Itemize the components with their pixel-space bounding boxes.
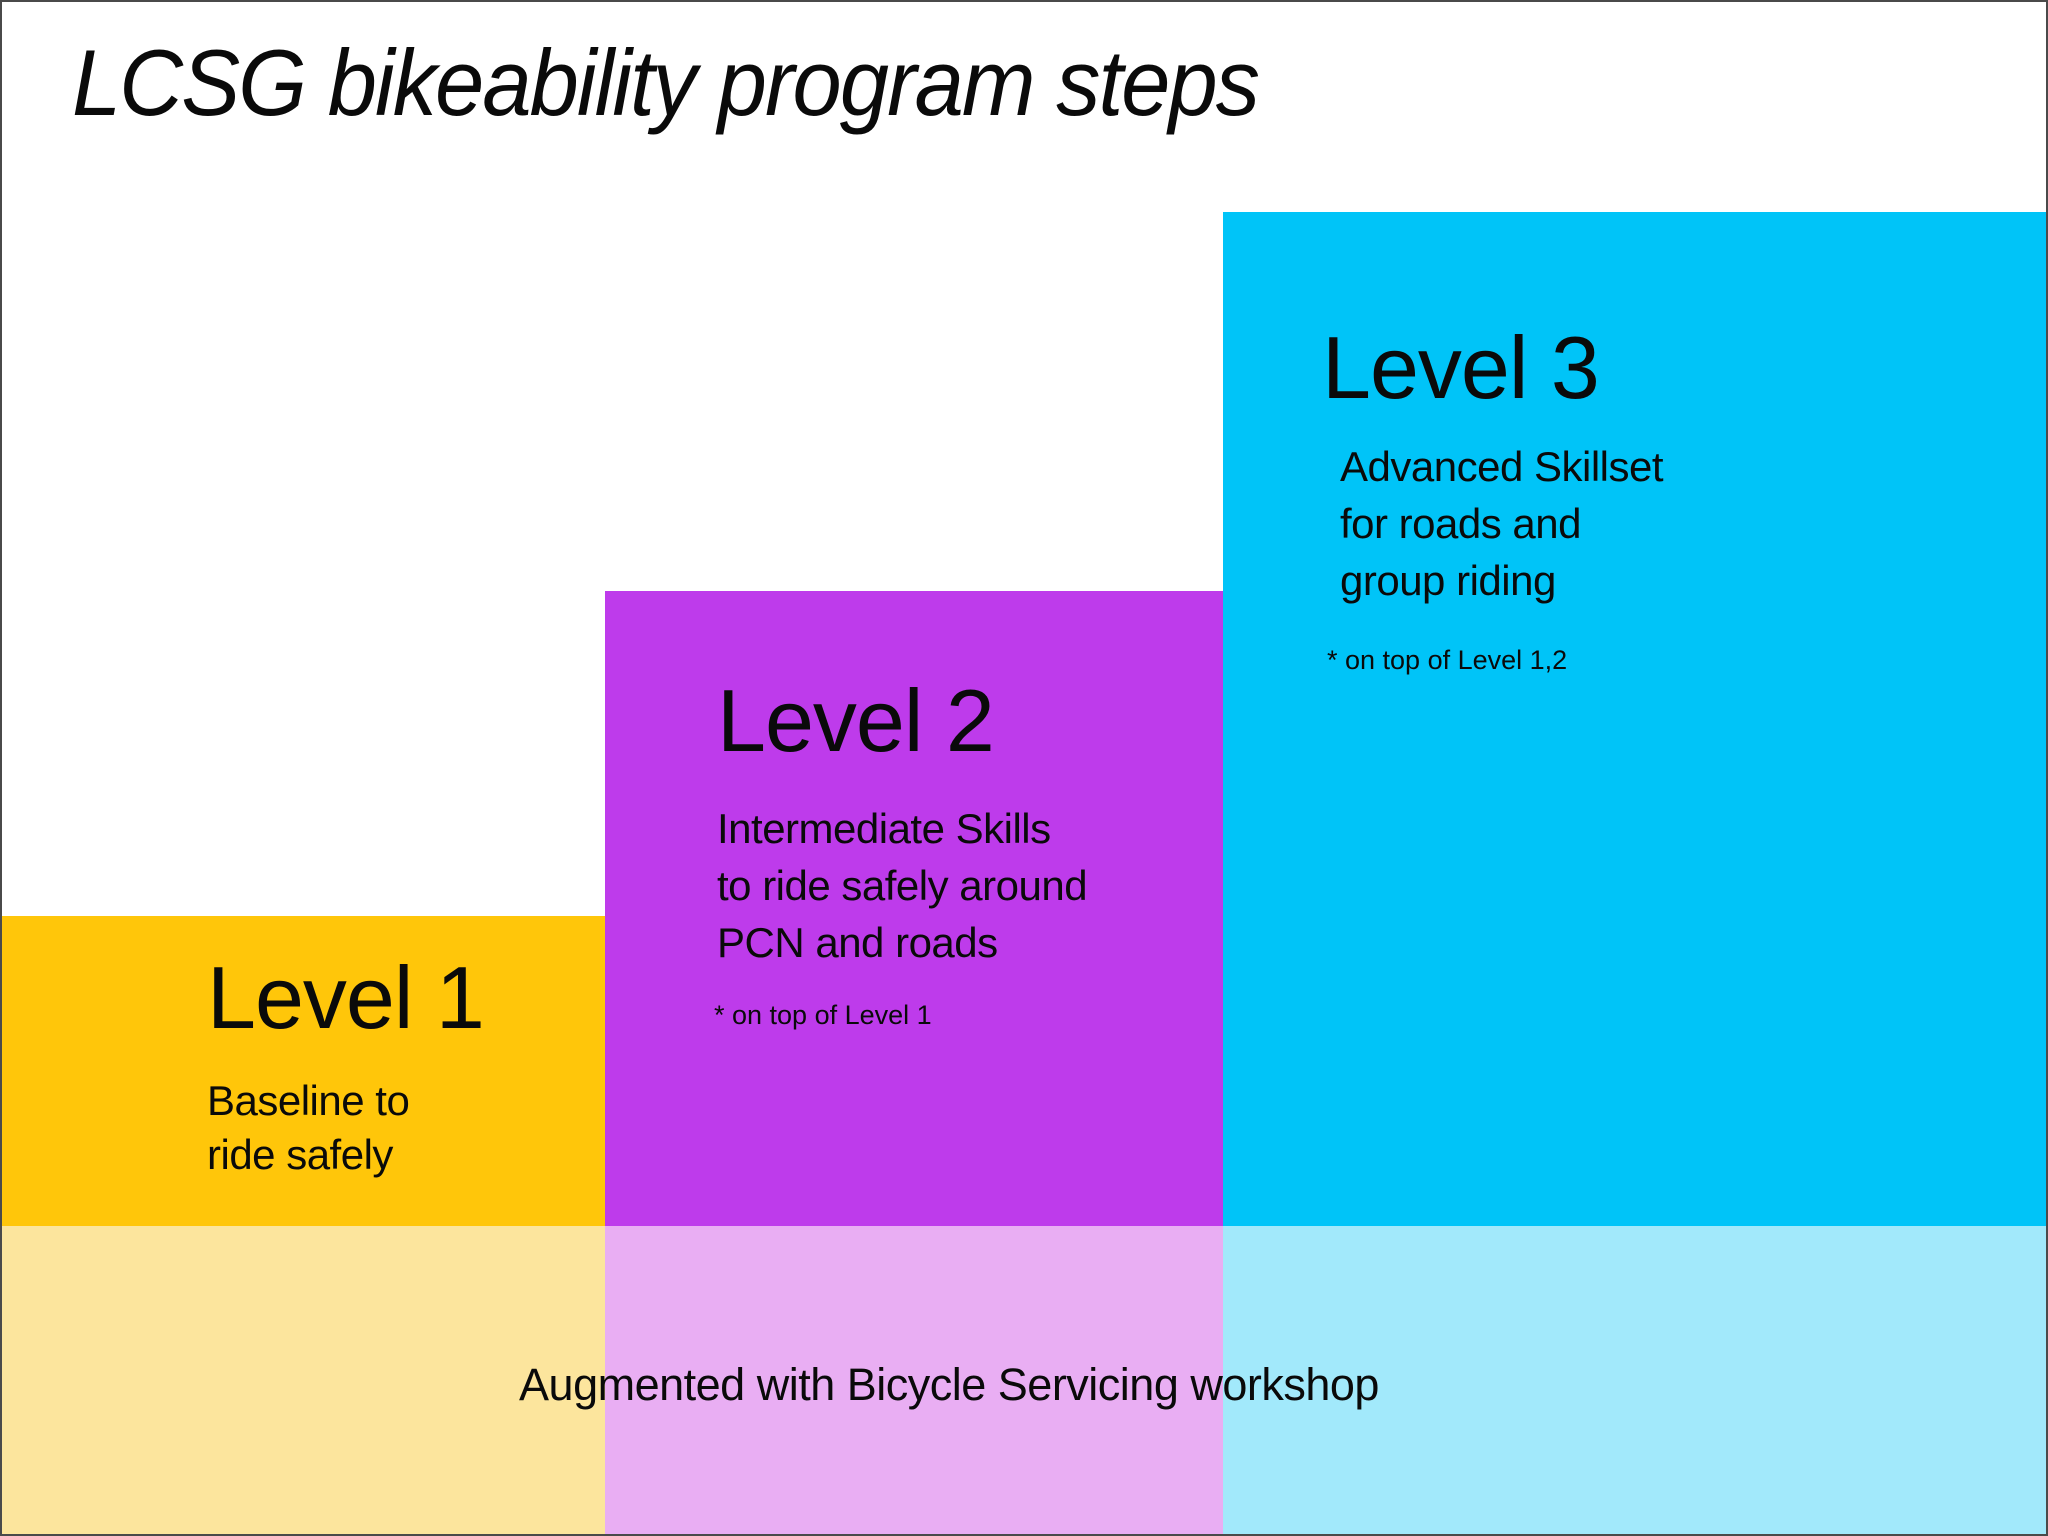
level-2-prerequisite-note: * on top of Level 1: [714, 1000, 932, 1030]
level-2-description-line: to ride safely around: [717, 862, 1088, 909]
level-1-description-line: Baseline to: [207, 1077, 410, 1124]
level-1-description-line: ride safely: [207, 1131, 393, 1178]
level-2-augmented-band: [605, 1226, 1223, 1534]
level-1-description: Baseline to ride safely: [207, 1074, 410, 1182]
level-3-augmented-band: [1223, 1226, 2046, 1534]
level-3-block: [1223, 212, 2046, 1226]
level-1-heading: Level 1: [207, 948, 485, 1047]
level-2-description-line: PCN and roads: [717, 919, 998, 966]
level-1-block: [2, 916, 605, 1226]
level-2-description: Intermediate Skills to ride safely aroun…: [717, 800, 1088, 971]
level-3-description-line: group riding: [1340, 557, 1556, 604]
level-3-prerequisite-note: * on top of Level 1,2: [1327, 645, 1568, 675]
level-3-description-line: for roads and: [1340, 500, 1582, 547]
level-3-description: Advanced Skillset for roads and group ri…: [1340, 438, 1664, 609]
level-3-description-line: Advanced Skillset: [1340, 443, 1664, 490]
level-2-block: [605, 591, 1223, 1226]
augmented-band-label: Augmented with Bicycle Servicing worksho…: [519, 1359, 1379, 1410]
level-3-heading: Level 3: [1322, 318, 1600, 417]
level-2-description-line: Intermediate Skills: [717, 805, 1051, 852]
level-1-augmented-band: [2, 1226, 605, 1534]
level-2-heading: Level 2: [717, 671, 995, 770]
page-title: LCSG bikeability program steps: [72, 30, 1260, 135]
